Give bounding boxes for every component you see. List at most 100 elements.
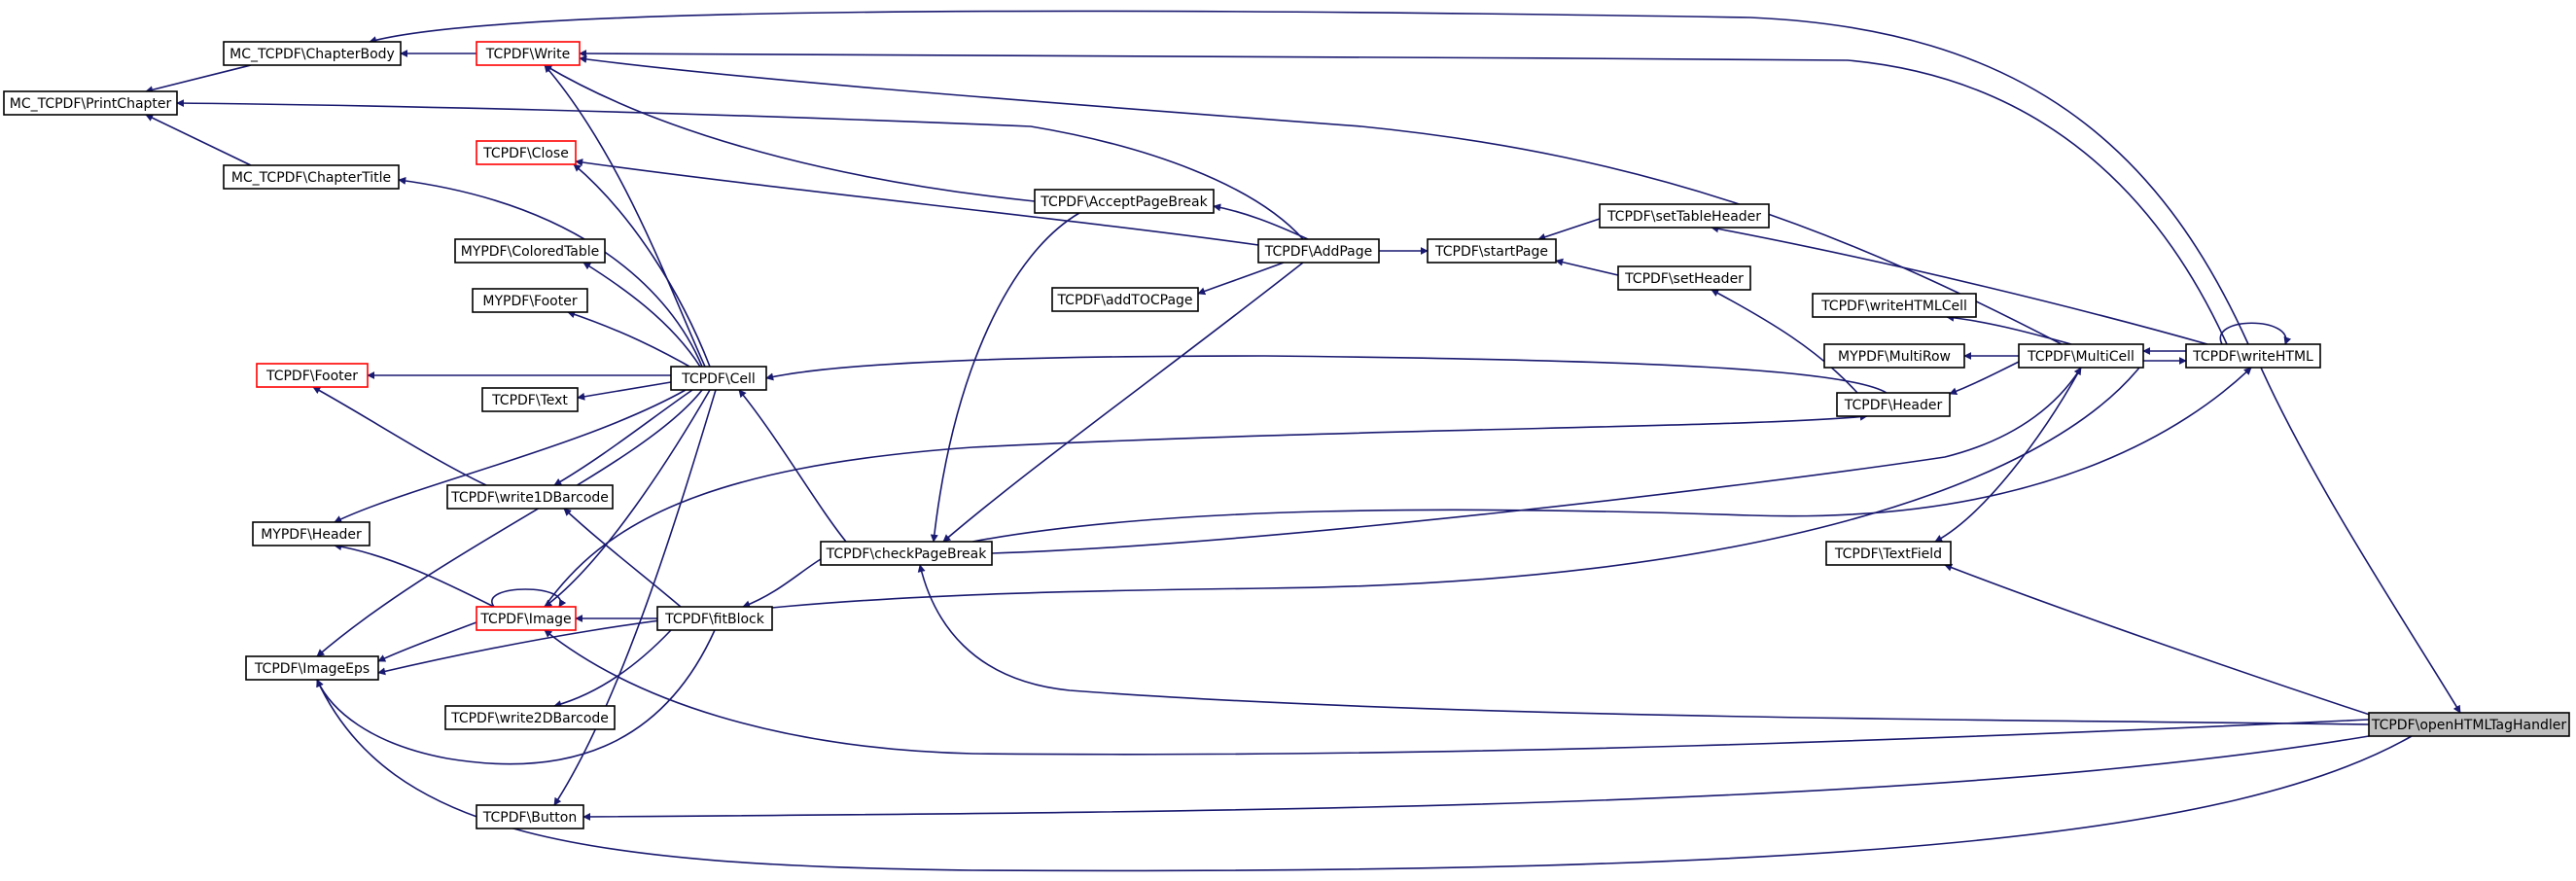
- node-write2d[interactable]: TCPDF\write2DBarcode: [444, 705, 616, 730]
- edge-image-to-imageeps: [377, 621, 477, 662]
- node-fitblock[interactable]: TCPDF\fitBlock: [656, 606, 773, 631]
- node-box[interactable]: [245, 655, 379, 681]
- node-label: MYPDF\Footer: [482, 294, 577, 309]
- edge-line: [738, 389, 847, 543]
- edge-line: [491, 588, 567, 608]
- node-label: TCPDF\startPage: [1434, 244, 1548, 260]
- node-box[interactable]: [2018, 343, 2144, 369]
- node-addpage[interactable]: TCPDF\AddPage: [1257, 238, 1380, 264]
- node-addtocpage[interactable]: TCPDF\addTOCPage: [1051, 287, 1199, 312]
- node-box[interactable]: [476, 140, 577, 165]
- edge-cell-to-close: [573, 163, 711, 368]
- node-box[interactable]: [1427, 238, 1557, 264]
- node-box[interactable]: [1823, 343, 1965, 369]
- node-box[interactable]: [2185, 343, 2321, 369]
- node-textfield[interactable]: TCPDF\TextField: [1825, 541, 1952, 566]
- node-label: TCPDF\TextField: [1834, 546, 1942, 562]
- edge-line: [582, 262, 701, 368]
- edge-line: [971, 367, 2252, 543]
- node-close[interactable]: TCPDF\Close: [476, 140, 577, 165]
- node-box[interactable]: [476, 41, 581, 66]
- edge-line: [553, 389, 693, 486]
- node-label: TCPDF\Write: [485, 47, 570, 62]
- node-startpage[interactable]: TCPDF\startPage: [1427, 238, 1557, 264]
- node-acceptpagebreak[interactable]: TCPDF\AcceptPageBreak: [1034, 189, 1215, 214]
- edge-line: [145, 114, 252, 166]
- edge-line: [563, 508, 682, 608]
- node-box[interactable]: [252, 521, 371, 546]
- node-header[interactable]: TCPDF\Header: [1836, 392, 1951, 417]
- node-image[interactable]: TCPDF\Image: [476, 606, 577, 631]
- node-write[interactable]: TCPDF\Write: [476, 41, 581, 66]
- node-button[interactable]: TCPDF\Button: [476, 804, 584, 829]
- edge-imageeps-to-openhtml: [316, 679, 2413, 872]
- node-write1d[interactable]: TCPDF\write1DBarcode: [446, 484, 614, 510]
- node-box[interactable]: [1034, 189, 1215, 214]
- node-label: TCPDF\Cell: [681, 371, 756, 387]
- node-box[interactable]: [1051, 287, 1199, 312]
- node-multicell[interactable]: TCPDF\MultiCell: [2018, 343, 2144, 369]
- node-coloredtable[interactable]: MYPDF\ColoredTable: [454, 238, 606, 264]
- node-setheader[interactable]: TCPDF\setHeader: [1617, 265, 1751, 291]
- edge-line: [573, 163, 711, 368]
- node-settableheader[interactable]: TCPDF\setTableHeader: [1599, 203, 1770, 229]
- edge-layer: [145, 10, 2461, 872]
- node-box[interactable]: [446, 484, 614, 510]
- edge-chaptertitle-to-printchapter: [145, 114, 252, 166]
- node-box[interactable]: [454, 238, 606, 264]
- edge-cell-to-text: [577, 381, 672, 401]
- node-label: TCPDF\fitBlock: [664, 612, 765, 627]
- node-footer[interactable]: TCPDF\Footer: [256, 363, 369, 388]
- node-box[interactable]: [256, 363, 369, 388]
- edge-line: [742, 558, 822, 609]
- edge-writehtml-to-writehtml: [2219, 322, 2292, 345]
- node-label: TCPDF\MultiCell: [2027, 349, 2135, 365]
- edge-cell-to-coloredtable: [582, 262, 701, 368]
- edge-line: [1537, 218, 1601, 241]
- node-myheader[interactable]: MYPDF\Header: [252, 521, 371, 546]
- node-chapterbody[interactable]: MC_TCPDF\ChapterBody: [223, 41, 402, 66]
- edge-line: [553, 389, 717, 806]
- node-box[interactable]: [1825, 541, 1952, 566]
- node-box[interactable]: [223, 41, 402, 66]
- node-label: TCPDF\setHeader: [1624, 271, 1744, 287]
- node-box[interactable]: [2368, 712, 2570, 737]
- edge-cell-to-myfooter: [567, 310, 699, 372]
- node-box[interactable]: [444, 705, 616, 730]
- node-printchapter[interactable]: MC_TCPDF\PrintChapter: [3, 90, 178, 116]
- edge-addpage-to-addtocpage: [1197, 262, 1285, 296]
- node-label: TCPDF\ImageEps: [254, 661, 370, 677]
- edge-line: [1197, 262, 1285, 296]
- node-box[interactable]: [820, 541, 993, 566]
- node-writehtml[interactable]: TCPDF\writeHTML: [2185, 343, 2321, 369]
- node-label: TCPDF\writeHTMLCell: [1820, 299, 1967, 314]
- node-box[interactable]: [1812, 293, 1977, 318]
- node-box[interactable]: [1257, 238, 1380, 264]
- node-box[interactable]: [476, 606, 577, 631]
- node-box[interactable]: [481, 387, 579, 412]
- edge-cell-to-write: [544, 64, 706, 368]
- node-box[interactable]: [1599, 203, 1770, 229]
- node-box[interactable]: [476, 804, 584, 829]
- node-chaptertitle[interactable]: MC_TCPDF\ChapterTitle: [223, 164, 400, 190]
- node-checkpagebreak[interactable]: TCPDF\checkPageBreak: [820, 541, 993, 566]
- node-layer: MC_TCPDF\ChapterBody TCPDF\WriteMC_TCPDF\…: [3, 41, 2570, 829]
- node-writehtmlcell[interactable]: TCPDF\writeHTMLCell: [1812, 293, 1977, 318]
- edge-line: [582, 735, 2370, 821]
- node-myfooter[interactable]: MYPDF\Footer: [472, 288, 588, 313]
- edge-multicell-to-header: [1949, 361, 2020, 396]
- node-box[interactable]: [1617, 265, 1751, 291]
- node-box[interactable]: [3, 90, 178, 116]
- node-text[interactable]: TCPDF\Text: [481, 387, 579, 412]
- node-imageeps[interactable]: TCPDF\ImageEps: [245, 655, 379, 681]
- node-box[interactable]: [223, 164, 400, 190]
- node-box[interactable]: [656, 606, 773, 631]
- node-box[interactable]: [1836, 392, 1951, 417]
- node-box[interactable]: [472, 288, 588, 313]
- edge-writehtml-to-chapterbody: [369, 10, 2249, 345]
- node-cell[interactable]: TCPDF\Cell: [670, 366, 767, 391]
- node-box[interactable]: [670, 366, 767, 391]
- edge-multicell-to-textfield: [1934, 367, 2082, 543]
- node-openhtml[interactable]: TCPDF\openHTMLTagHandler: [2368, 712, 2570, 737]
- node-multirow[interactable]: MYPDF\MultiRow: [1823, 343, 1965, 369]
